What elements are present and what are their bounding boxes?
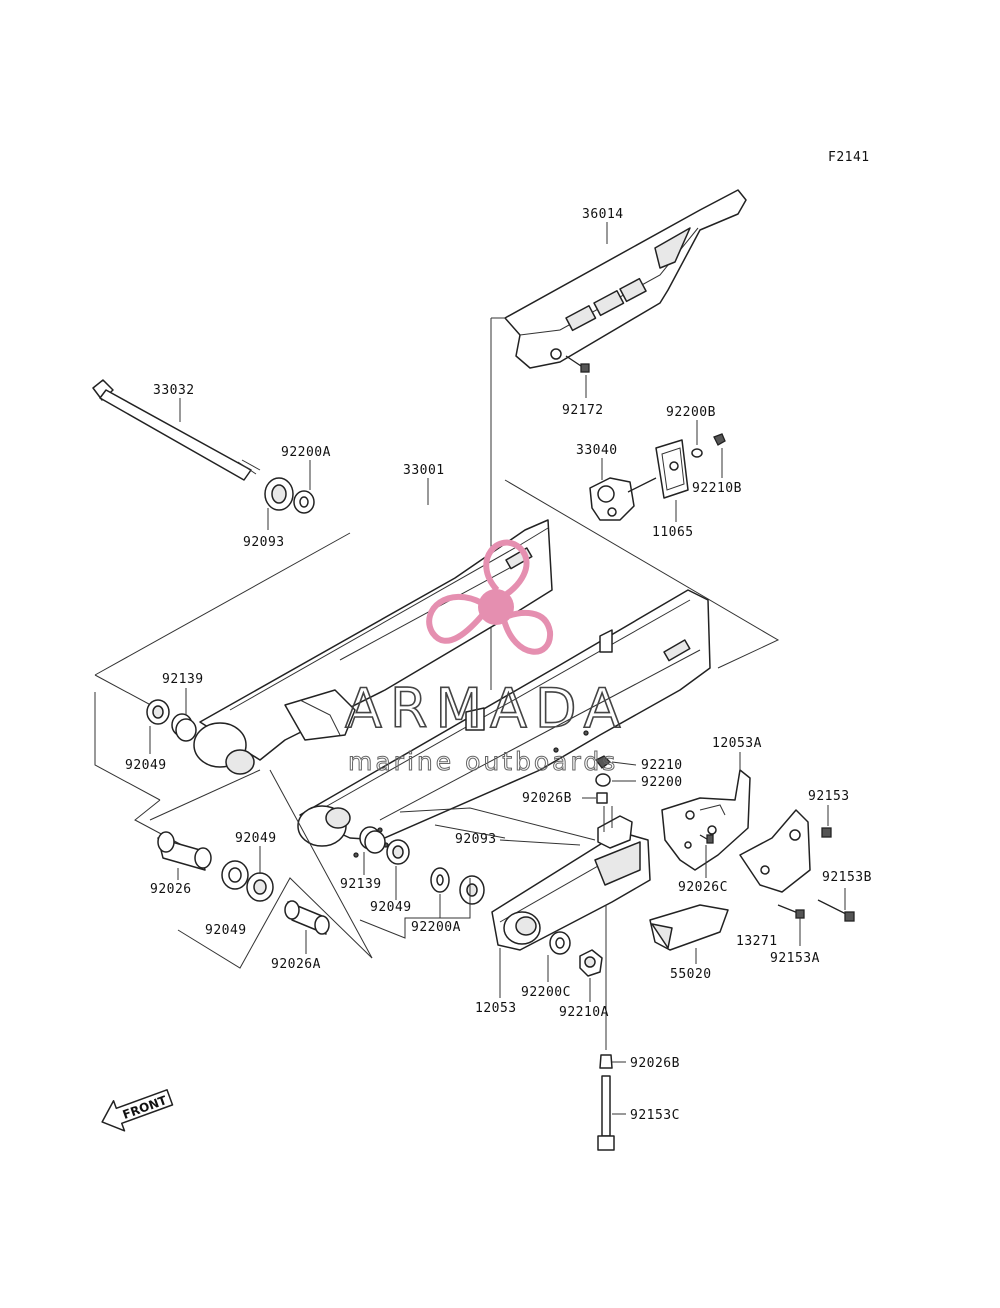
chain-case-12053 (491, 806, 651, 951)
part-label: 92093 (243, 535, 285, 550)
pivot-shaft (92, 379, 261, 481)
watermark-brand: ARMADA (345, 677, 629, 740)
leader-line (149, 769, 261, 821)
part-label: 12053A (712, 736, 762, 751)
leader-lines (149, 222, 846, 1115)
part-label: 33001 (403, 463, 445, 478)
collar-92026A (284, 900, 330, 935)
bushing-92139-left (171, 713, 197, 742)
part-label: 92210B (692, 481, 742, 496)
bolt-92172 (565, 355, 590, 373)
part-label: 13271 (736, 934, 778, 949)
seal-92093-mid (459, 875, 485, 905)
part-label: 33040 (576, 443, 618, 458)
part-label: 92200A (411, 920, 461, 935)
bolt-92153B (817, 899, 855, 922)
part-label: 92026B (630, 1056, 680, 1071)
part-label: 92026C (678, 880, 728, 895)
part-label: 92049 (205, 923, 247, 938)
watermark-tagline: marine outboards (348, 747, 618, 776)
seal-92049-left (146, 699, 170, 725)
part-label: 92026A (271, 957, 321, 972)
front-arrow: FRONT (101, 1089, 174, 1132)
part-label: 55020 (670, 967, 712, 982)
part-label: 92139 (340, 877, 382, 892)
part-label: 92139 (162, 672, 204, 687)
slider-block-55020 (649, 904, 729, 951)
washer-92200B (691, 448, 703, 458)
leader-line (177, 877, 373, 969)
part-label: 92200 (641, 775, 683, 790)
part-label: 92210 (641, 758, 683, 773)
bushing-92139-mid (359, 826, 386, 854)
seal-pair-92049 (221, 860, 274, 902)
pin-92026C (699, 834, 714, 844)
part-label: 92200A (281, 445, 331, 460)
collar-92026 (157, 831, 212, 871)
part-label: 92026B (522, 791, 572, 806)
leader-line (94, 692, 161, 801)
washer-92200C (549, 931, 571, 955)
plate-11065 (655, 439, 689, 499)
washer-92200 (595, 773, 611, 787)
part-labels: 36014 92172 92200B 33040 92210B 11065 33… (125, 207, 872, 1123)
bolt-13271 (777, 904, 805, 919)
collar-92026B-mid (596, 792, 608, 804)
nut-92210B (713, 433, 726, 446)
washer-92200A-top (293, 490, 315, 514)
bolt-92153C (597, 1075, 615, 1151)
bracket-12053A (661, 769, 751, 871)
chain-guard (504, 189, 747, 369)
part-label: 33032 (153, 383, 195, 398)
collar-92026B-low (599, 1054, 613, 1069)
part-label: 92172 (562, 403, 604, 418)
seal-92093-top (264, 477, 294, 511)
part-label: 92200B (666, 405, 716, 420)
nut-92210A (579, 949, 603, 977)
leader-line (269, 769, 373, 959)
part-label: 92200C (521, 985, 571, 1000)
part-label: 92026 (150, 882, 192, 897)
part-label: 92049 (370, 900, 412, 915)
rear-bracket (739, 809, 811, 893)
part-label: 12053 (475, 1001, 517, 1016)
swingarm (94, 479, 780, 858)
part-label: 36014 (582, 207, 624, 222)
part-label: 92153 (808, 789, 850, 804)
part-label: 11065 (652, 525, 694, 540)
propeller-logo (426, 539, 554, 655)
leader-line (399, 807, 596, 846)
washer-92200A-low (430, 867, 450, 893)
adjuster-33040 (589, 477, 657, 521)
part-label: 92153B (822, 870, 872, 885)
leader-line (359, 878, 471, 939)
part-label: 92049 (235, 831, 277, 846)
nut-92210 (595, 755, 611, 769)
seal-92049-mid (386, 839, 410, 865)
part-label: 92210A (559, 1005, 609, 1020)
part-label: 92153A (770, 951, 820, 966)
part-label: 92049 (125, 758, 167, 773)
part-label: 92093 (455, 832, 497, 847)
bolt-92153 (821, 827, 832, 838)
diagram-code: F2141 (828, 150, 870, 165)
part-label: 92153C (630, 1108, 680, 1123)
